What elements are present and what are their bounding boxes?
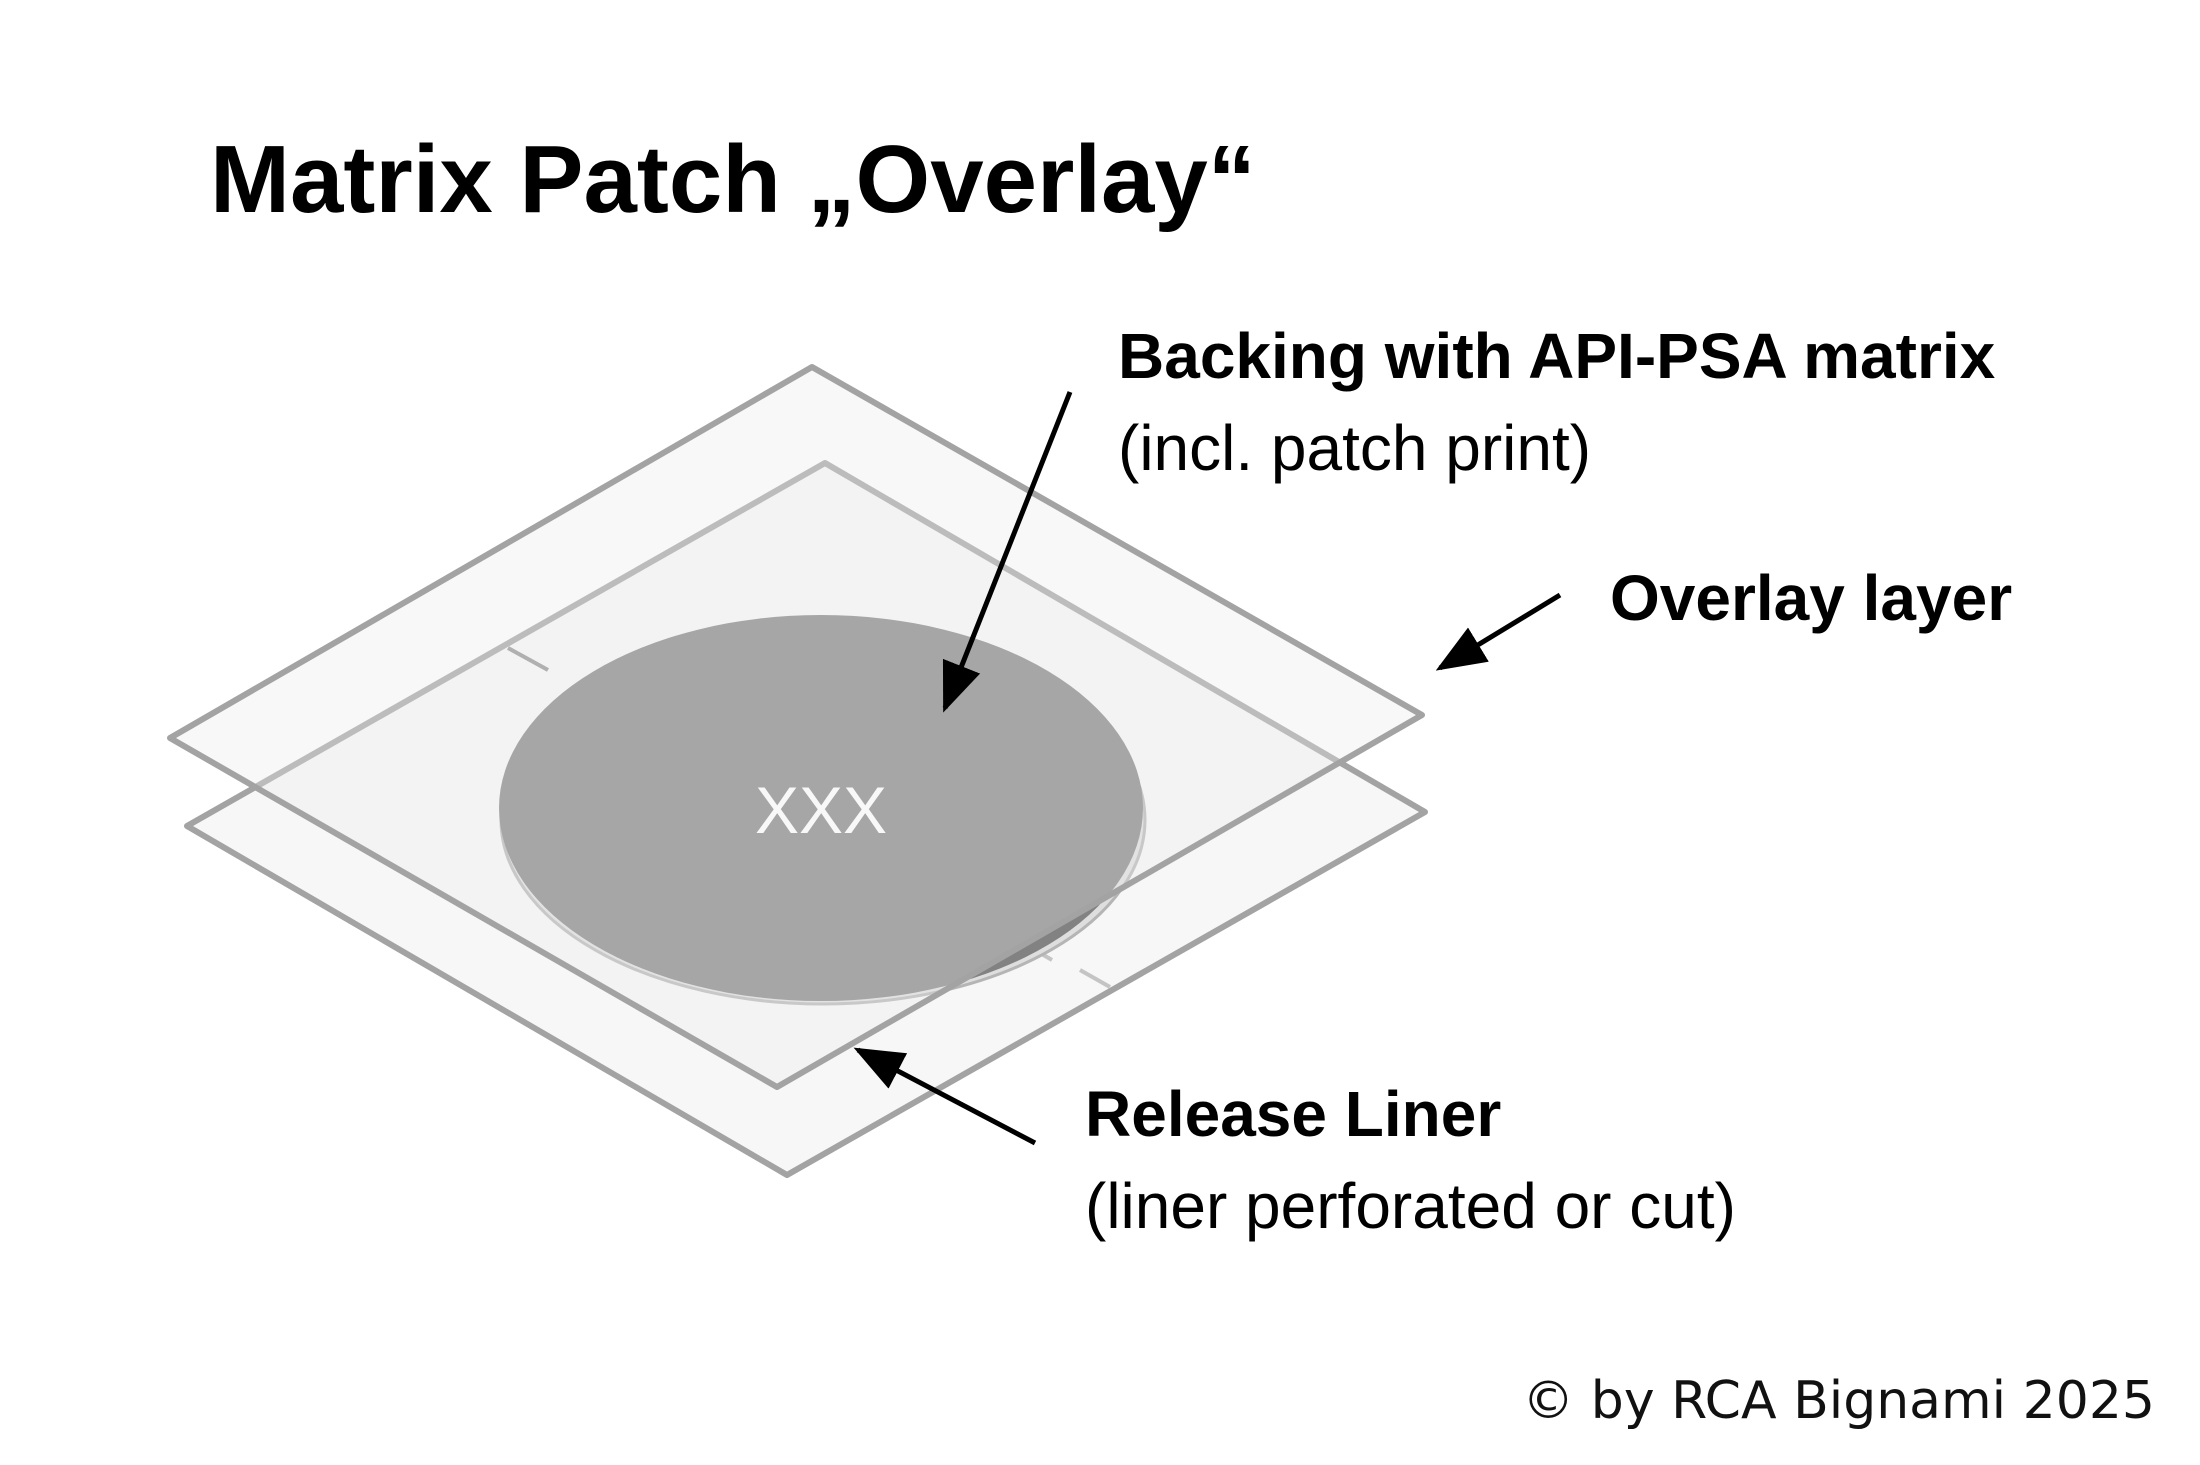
- overlay-arrow: [1435, 592, 1562, 671]
- matrix-disc: [499, 615, 1143, 1001]
- liner-arrow: [853, 1047, 1037, 1146]
- diagram-title: Matrix Patch „Overlay“: [210, 126, 1256, 233]
- copyright-notice: © by RCA Bignami 2025: [1522, 1371, 2155, 1431]
- overlay-layer-sheet: [167, 364, 1425, 1090]
- liner-perforation-mark: [1079, 968, 1111, 989]
- liner-label-sub: (liner perforated or cut): [1085, 1170, 1736, 1242]
- backing-label-heading: Backing with API-PSA matrix: [1118, 320, 1996, 392]
- backing-arrow: [942, 391, 1073, 713]
- overlay-label-heading: Overlay layer: [1610, 562, 2012, 634]
- backing-label-sub: (incl. patch print): [1118, 412, 1591, 484]
- liner-label-heading: Release Liner: [1085, 1078, 1501, 1150]
- overlay-cut-mark: [507, 646, 549, 672]
- patch-print-label: XXX: [755, 773, 887, 847]
